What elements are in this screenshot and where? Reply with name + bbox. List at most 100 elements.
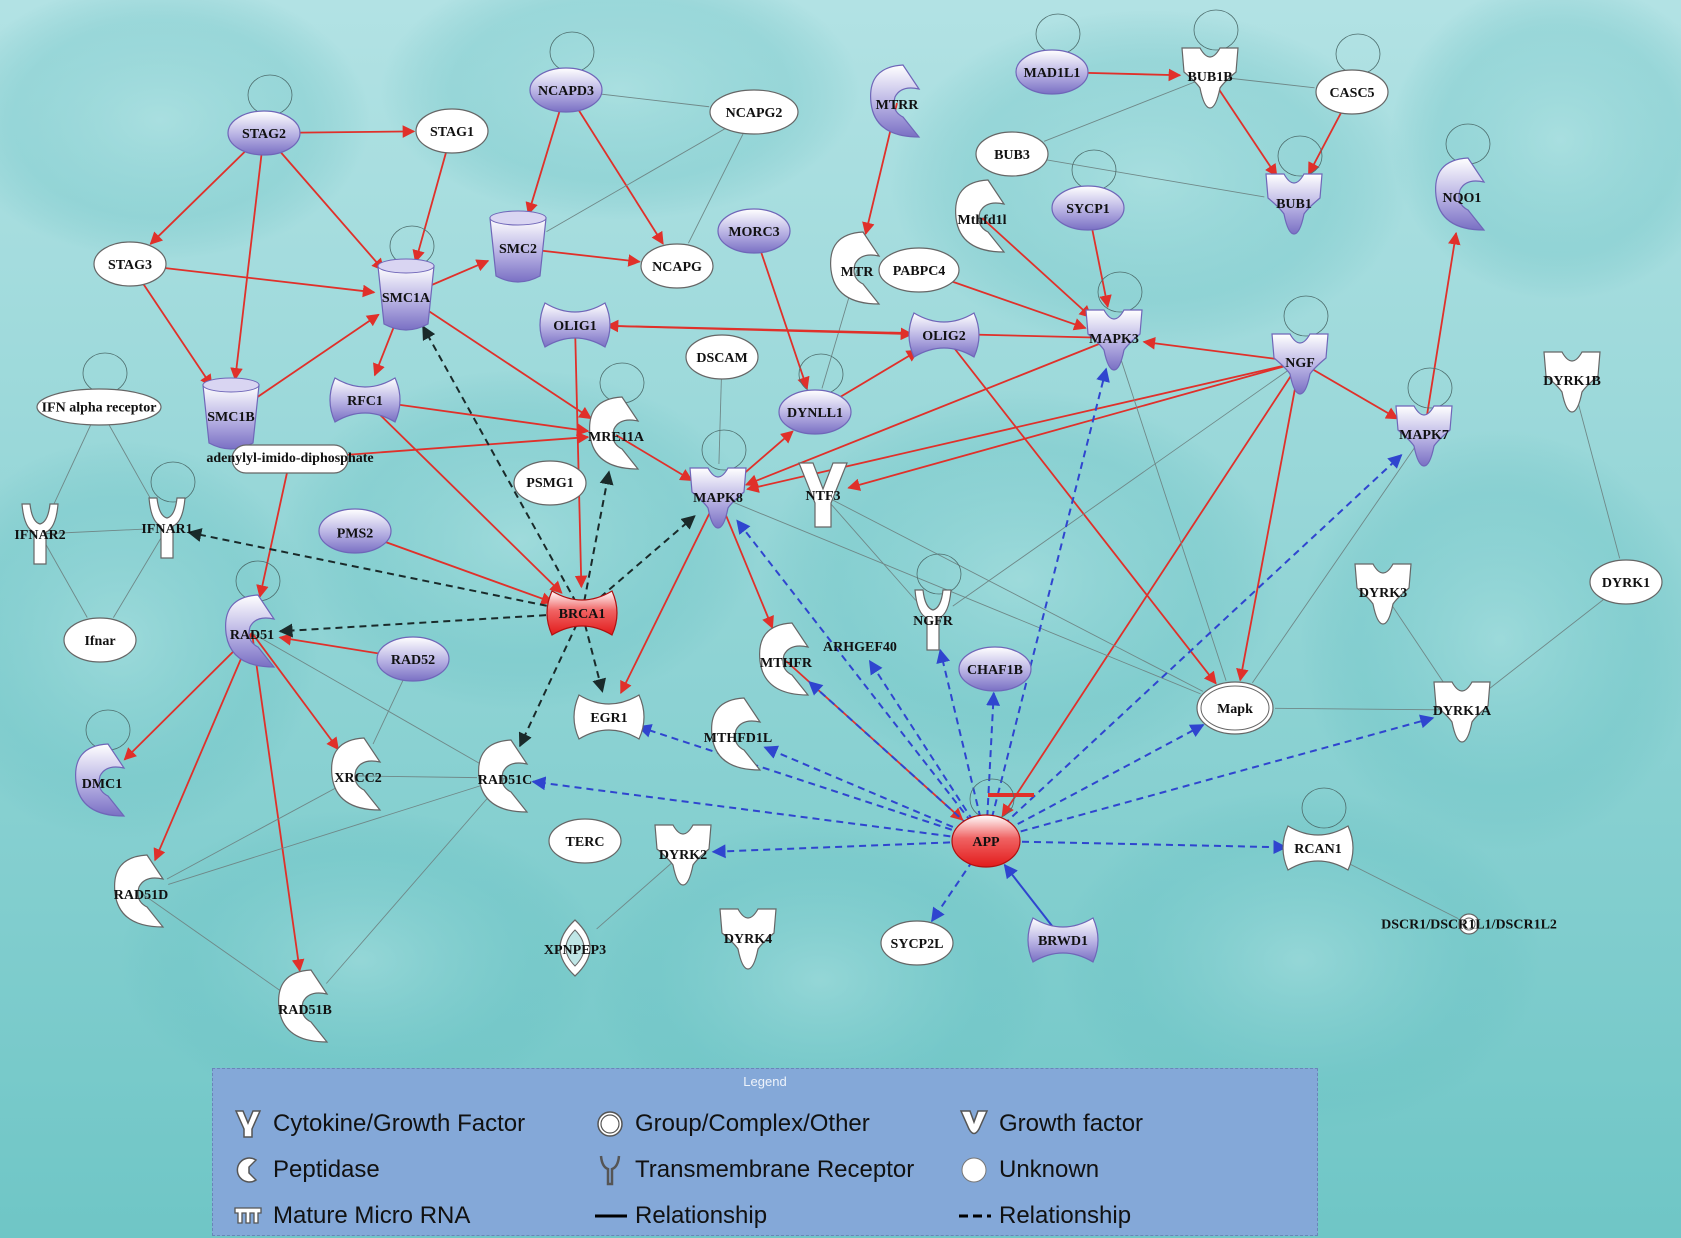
edge-stag2-smc1a — [263, 132, 385, 272]
node-label: MAPK3 — [1089, 332, 1139, 347]
node-label: RAD51 — [230, 628, 274, 643]
node-ncapg2[interactable]: NCAPG2 — [709, 89, 799, 135]
node-ncapd3[interactable]: NCAPD3 — [529, 67, 603, 113]
node-label: NCAPG — [652, 260, 702, 275]
edge-morc3-dynll1 — [753, 230, 810, 390]
node-label: MAD1L1 — [1024, 66, 1081, 81]
node-terc[interactable]: TERC — [548, 818, 622, 864]
node-mad1l1[interactable]: MAD1L1 — [1015, 49, 1089, 95]
node-stag2[interactable]: STAG2 — [227, 110, 301, 156]
node-brwd1[interactable]: BRWD1 — [1027, 917, 1099, 963]
edge-rad51-xrcc2 — [251, 632, 339, 751]
edge-app-ngfr — [936, 648, 987, 842]
node-dyrk4[interactable]: DYRK4 — [719, 908, 777, 970]
node-brca1[interactable]: BRCA1 — [546, 590, 618, 636]
edge-app-rad51c — [531, 776, 987, 842]
node-label: ARHGEF40 — [823, 640, 897, 655]
node-arhgef40[interactable]: ARHGEF40 — [823, 640, 897, 655]
node-label: MTHFR — [760, 656, 813, 671]
edge-xrcc2-rad51d — [166, 775, 359, 880]
node-label: EGR1 — [590, 711, 627, 726]
node-sycp2l[interactable]: SYCP2L — [880, 920, 954, 966]
node-nqo1[interactable]: NQO1 — [1435, 157, 1486, 231]
node-mthfd1l[interactable]: MTHFD1L — [704, 697, 772, 771]
node-rad51c[interactable]: RAD51C — [478, 739, 532, 813]
node-pms2[interactable]: PMS2 — [318, 508, 392, 554]
node-ncapg[interactable]: NCAPG — [640, 243, 714, 289]
node-morc3[interactable]: MORC3 — [717, 208, 791, 254]
node-dyrk1b[interactable]: DYRK1B — [1543, 351, 1601, 413]
node-mapk7[interactable]: MAPK7 — [1395, 405, 1453, 467]
node-psmg1[interactable]: PSMG1 — [513, 460, 587, 506]
node-stag1[interactable]: STAG1 — [415, 108, 489, 154]
node-rad51[interactable]: RAD51 — [225, 594, 276, 668]
node-rad51b[interactable]: RAD51B — [278, 969, 332, 1043]
node-ifnar1[interactable]: IFNAR1 — [141, 497, 193, 559]
node-label: MAPK8 — [693, 491, 743, 506]
node-rad52[interactable]: RAD52 — [376, 636, 450, 682]
node-dmc1[interactable]: DMC1 — [75, 743, 126, 817]
node-bub3[interactable]: BUB3 — [975, 131, 1049, 177]
edge-mapk3-mapk — [1113, 337, 1227, 681]
legend-item-micro-rna: Mature Micro RNA — [231, 1199, 470, 1233]
node-casc5[interactable]: CASC5 — [1315, 69, 1389, 115]
node-dscr1[interactable]: DSCR1/DSCR1L1/DSCR1L2 — [1381, 913, 1557, 935]
node-ifnar2[interactable]: IFNAR2 — [14, 503, 66, 565]
edge-olig2-mapk — [943, 334, 1217, 685]
node-bub1b[interactable]: BUB1B — [1181, 47, 1239, 109]
node-smc1a[interactable]: SMC1A — [377, 258, 435, 331]
node-smc1b[interactable]: SMC1B — [202, 377, 260, 450]
node-smc2[interactable]: SMC2 — [489, 210, 547, 283]
node-ngfr[interactable]: NGFR — [913, 589, 954, 651]
node-xpnpep3[interactable]: XPNPEP3 — [544, 919, 606, 977]
node-olig1[interactable]: OLIG1 — [539, 302, 611, 348]
self-loop-mapk3 — [1097, 271, 1143, 313]
node-chaf1b[interactable]: CHAF1B — [958, 646, 1032, 692]
node-olig2[interactable]: OLIG2 — [908, 312, 980, 358]
edge-rad51-rad51d — [153, 632, 253, 862]
node-ngf[interactable]: NGF — [1271, 333, 1329, 395]
node-mapk8[interactable]: MAPK8 — [689, 467, 747, 529]
edge-ngf-mapk — [1236, 361, 1301, 682]
node-label: XRCC2 — [334, 771, 381, 786]
edge-dyrk1b-dyrk1 — [1571, 379, 1621, 559]
node-rad51d[interactable]: RAD51D — [114, 854, 168, 928]
node-mthfr[interactable]: MTHFR — [759, 622, 813, 696]
node-label: BUB1B — [1187, 70, 1232, 85]
edge-app-mapk7 — [985, 454, 1403, 842]
node-label: NQO1 — [1443, 191, 1482, 206]
node-dyrk1[interactable]: DYRK1 — [1589, 559, 1663, 605]
node-dscam[interactable]: DSCAM — [685, 334, 759, 380]
node-stag3[interactable]: STAG3 — [93, 241, 167, 287]
legend-item-solid-relationship: Relationship — [593, 1199, 767, 1233]
node-mtrr[interactable]: MTRR — [870, 64, 921, 138]
node-app[interactable]: APP — [951, 814, 1021, 868]
self-loop-ngf — [1283, 295, 1329, 337]
node-dynll1[interactable]: DYNLL1 — [778, 389, 852, 435]
node-label: IFN alpha receptor — [42, 401, 157, 416]
node-mapk3[interactable]: MAPK3 — [1085, 309, 1143, 371]
node-bub1[interactable]: BUB1 — [1265, 173, 1323, 235]
node-rfc1[interactable]: RFC1 — [329, 377, 401, 423]
node-dyrk2[interactable]: DYRK2 — [654, 824, 712, 886]
node-dyrk3[interactable]: DYRK3 — [1354, 563, 1412, 625]
node-mre11a[interactable]: MRE11A — [588, 396, 645, 470]
self-loop-ifnar_r — [82, 352, 128, 394]
node-mthfd1l[interactable]: Mthfd1l — [955, 179, 1007, 253]
peptidase-icon — [236, 1157, 258, 1183]
node-ifnar[interactable]: Ifnar — [63, 617, 137, 663]
node-ntf3[interactable]: NTF3 — [798, 462, 848, 528]
node-egr1[interactable]: EGR1 — [573, 694, 645, 740]
node-ifnar_r[interactable]: IFN alpha receptor — [36, 388, 162, 426]
edge-app-dyrk1a — [985, 714, 1435, 842]
node-dyrk1a[interactable]: DYRK1A — [1433, 681, 1492, 743]
node-pabpc4[interactable]: PABPC4 — [878, 247, 960, 293]
node-mapk[interactable]: Mapk — [1196, 681, 1274, 735]
self-loop-dynll1 — [798, 353, 844, 395]
node-mtr[interactable]: MTR — [830, 231, 881, 305]
node-adp[interactable]: adenylyl-imido-diphosphate — [206, 444, 374, 474]
node-rcan1[interactable]: RCAN1 — [1282, 825, 1354, 871]
node-sycp1[interactable]: SYCP1 — [1051, 185, 1125, 231]
node-xrcc2[interactable]: XRCC2 — [331, 737, 382, 811]
edge-smc1a-mre11a — [405, 295, 592, 420]
